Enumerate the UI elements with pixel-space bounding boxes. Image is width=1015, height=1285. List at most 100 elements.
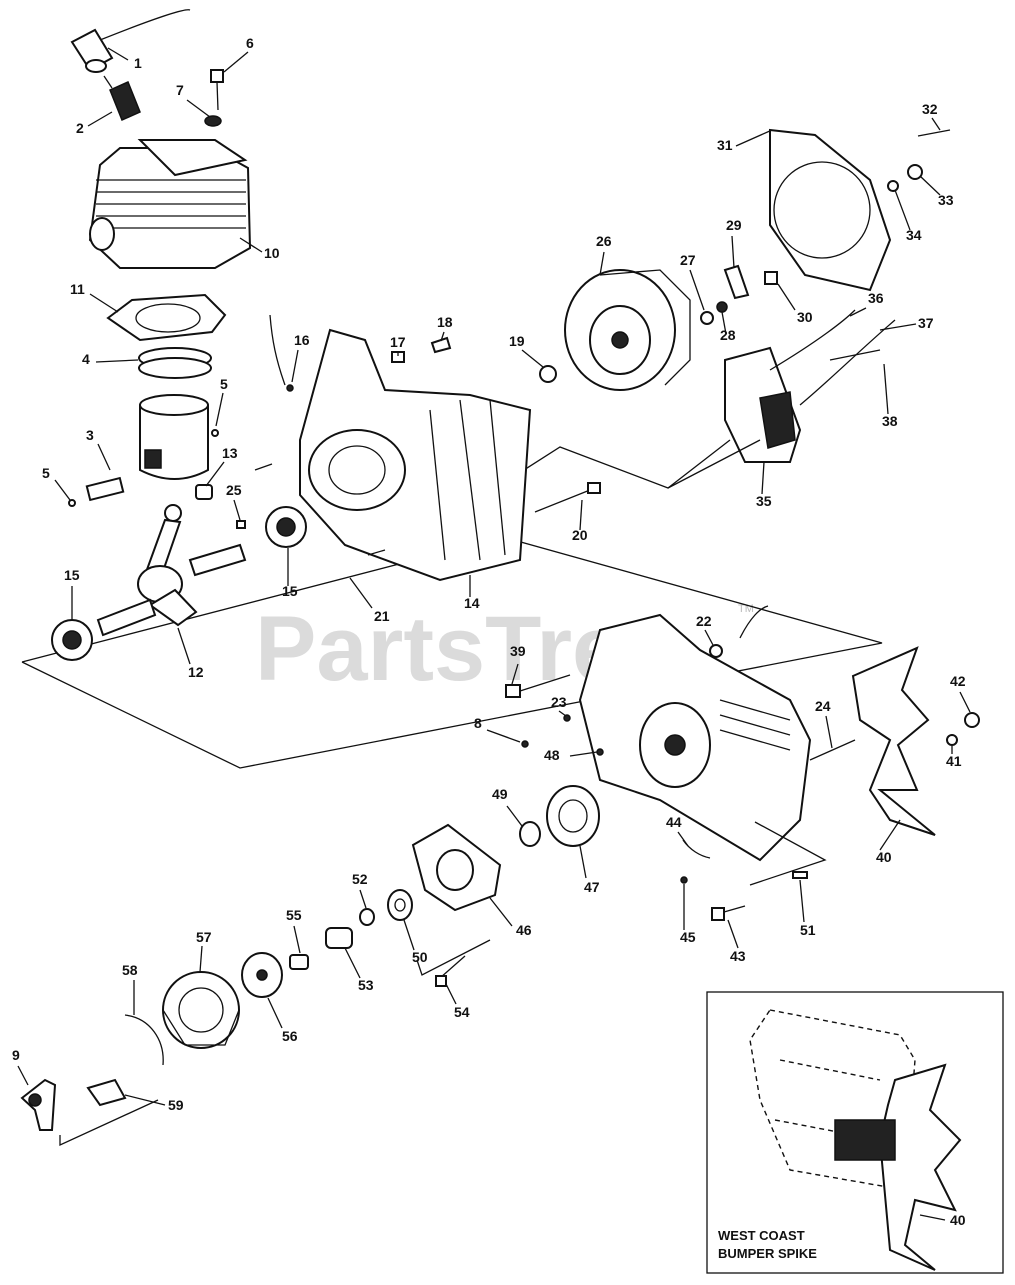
leader-line-c43	[727, 919, 739, 949]
callout-c59: 59	[168, 1097, 184, 1113]
callout-c5a: 5	[220, 376, 228, 392]
leader-line-c1	[107, 47, 129, 61]
leader-line-c34	[894, 189, 911, 231]
callout-c23: 23	[551, 694, 567, 710]
callout-c52: 52	[352, 871, 368, 887]
leader-line-c7	[186, 99, 211, 118]
screw-39	[505, 674, 571, 698]
piston-pin-clips	[68, 429, 219, 507]
oil-pump-46	[411, 823, 502, 912]
callout-c34: 34	[906, 227, 922, 243]
screw-16	[286, 384, 294, 392]
callout-c49: 49	[492, 786, 508, 802]
screw-20	[534, 482, 601, 513]
leader-line-c29	[731, 235, 735, 269]
module-leader-line	[667, 439, 761, 489]
leader-line-c25	[233, 499, 241, 521]
callout-c35: 35	[756, 493, 772, 509]
spark-plug-wire	[70, 9, 191, 73]
flywheel	[564, 269, 691, 391]
callout-c42: 42	[950, 673, 966, 689]
leader-line-c3	[97, 443, 111, 471]
callout-c50: 50	[412, 949, 428, 965]
callout-c58: 58	[122, 962, 138, 978]
callout-c15a: 15	[64, 567, 80, 583]
callout-c40a: 40	[876, 849, 892, 865]
leader-line-c9	[17, 1065, 29, 1086]
fuel-line	[739, 605, 769, 639]
crankcase-half	[299, 328, 532, 582]
bracket-9	[20, 1078, 57, 1131]
leader-line-c50	[403, 919, 415, 951]
seal-49	[519, 821, 541, 847]
leader-line-c55	[293, 925, 301, 954]
leader-line-c10	[239, 237, 263, 253]
lower-outline-lines-2	[59, 1099, 159, 1147]
gasket-47	[546, 785, 600, 847]
callout-c8: 8	[474, 715, 482, 731]
callout-c24: 24	[815, 698, 831, 714]
callout-c14: 14	[464, 595, 480, 611]
callout-c12: 12	[188, 664, 204, 680]
inset-bumper-spike	[834, 1063, 962, 1271]
callout-c48: 48	[544, 747, 560, 763]
screw-45	[680, 876, 688, 884]
leader-line-c16	[291, 349, 299, 383]
washer-41	[946, 734, 958, 746]
callout-c21: 21	[374, 608, 390, 624]
callout-c20: 20	[572, 527, 588, 543]
callout-c38: 38	[882, 413, 898, 429]
leader-line-c36	[849, 307, 867, 317]
lower-outline-lines	[416, 939, 491, 976]
leader-line-c22	[704, 629, 714, 646]
callout-c36: 36	[868, 290, 884, 306]
leader-line-c20	[579, 499, 583, 531]
leader-line-c54	[445, 983, 457, 1005]
leader-line-c31	[735, 129, 773, 147]
callout-c56: 56	[282, 1028, 298, 1044]
leader-line-c37	[879, 323, 917, 331]
nut-42	[964, 712, 980, 728]
leader-line-c53	[344, 947, 361, 979]
callout-c40b: 40	[950, 1212, 966, 1228]
callout-c51: 51	[800, 922, 816, 938]
callout-c15b: 15	[282, 583, 298, 599]
needle-bearing-13	[195, 484, 213, 500]
callout-c53: 53	[358, 977, 374, 993]
piston-rings	[138, 347, 212, 379]
starter-housing	[769, 128, 892, 292]
piston	[139, 394, 209, 480]
leader-line-c23	[558, 710, 567, 717]
needle-bearing-55	[289, 954, 309, 970]
leader-line-c13	[205, 461, 225, 487]
starter-pawl-parts	[700, 264, 778, 325]
callout-c45: 45	[680, 929, 696, 945]
washer-50	[387, 889, 413, 921]
callout-c33: 33	[938, 192, 954, 208]
callout-c9: 9	[12, 1047, 20, 1063]
leader-line-c4	[95, 359, 139, 363]
callout-c1: 1	[134, 55, 142, 71]
leader-line-c33	[919, 175, 941, 196]
callout-c26: 26	[596, 233, 612, 249]
callout-c55: 55	[286, 907, 302, 923]
callout-c11: 11	[70, 281, 85, 297]
screw-43	[711, 905, 746, 921]
leader-line-c46	[489, 897, 513, 927]
bearing-53	[325, 927, 353, 949]
washer-19	[539, 365, 557, 383]
leader-line-c51	[799, 879, 805, 923]
ignition-module	[724, 346, 802, 463]
leader-line-c2	[87, 111, 113, 127]
washer-7	[204, 115, 222, 127]
callout-c57: 57	[196, 929, 212, 945]
callout-c13: 13	[222, 445, 238, 461]
spark-plug	[103, 75, 141, 122]
washer-52	[359, 908, 375, 926]
callout-c18: 18	[437, 314, 453, 330]
leader-line-c11	[89, 293, 119, 313]
callout-c41: 41	[946, 753, 962, 769]
